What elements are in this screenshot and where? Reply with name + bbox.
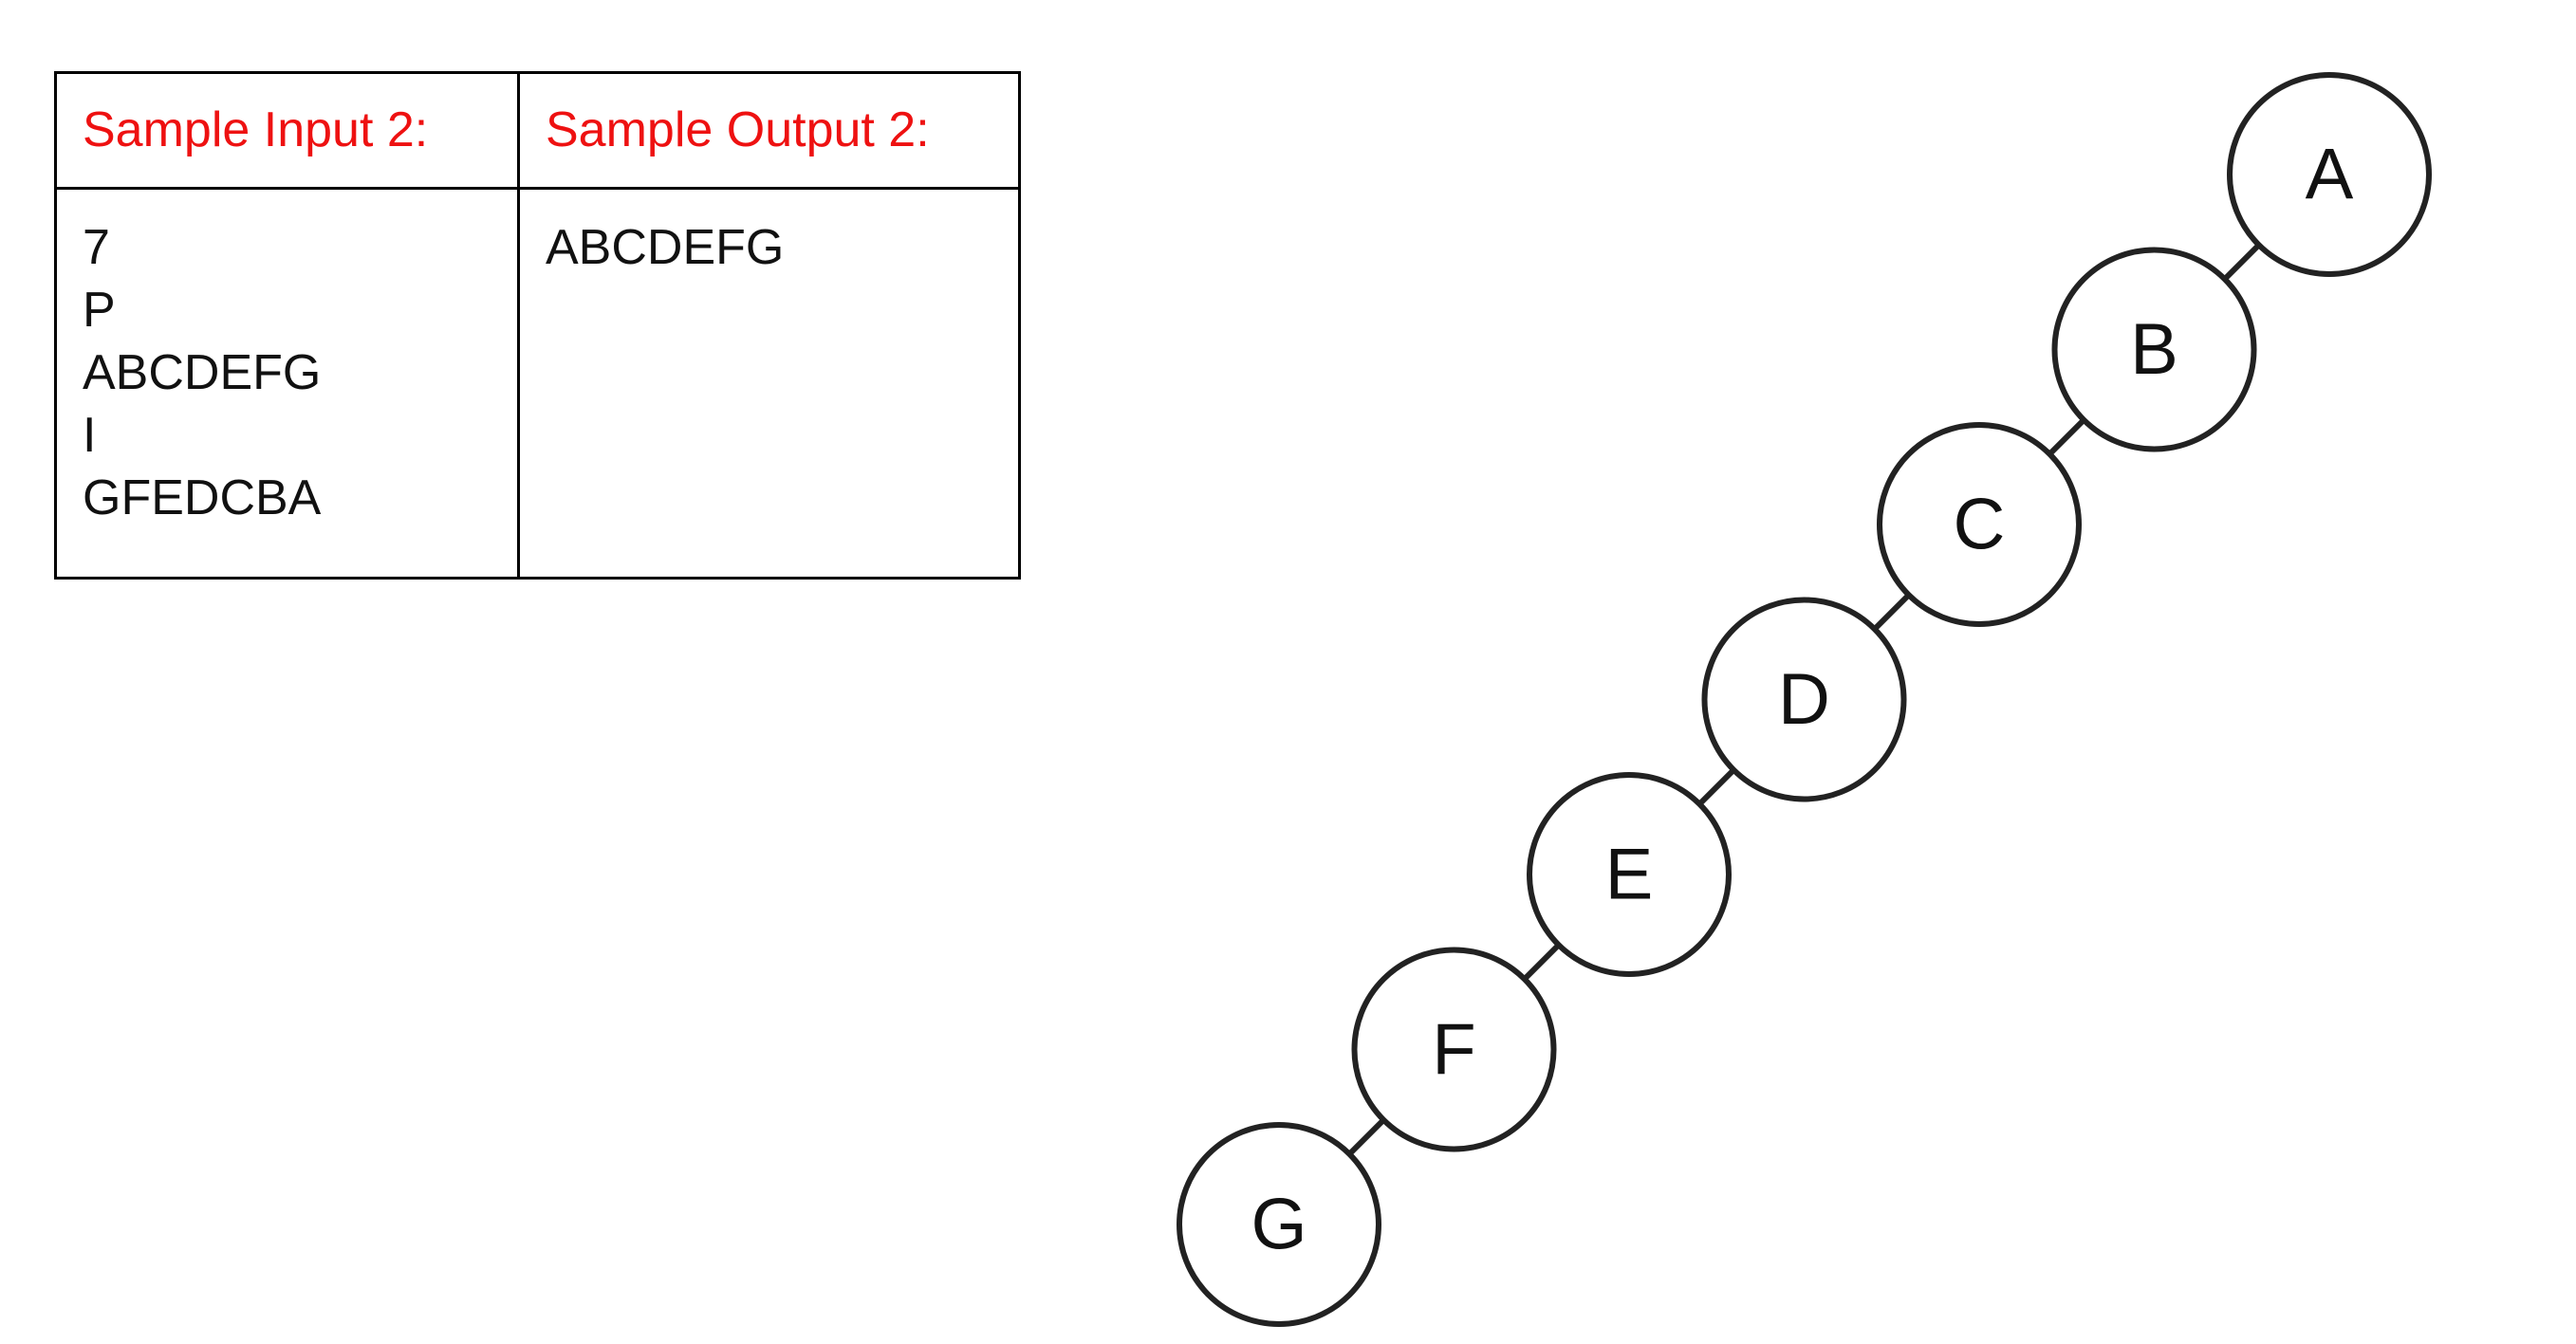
tree-node-circle bbox=[2051, 247, 2257, 452]
table-body-row: 7 P ABCDEFG I GFEDCBA ABCDEFG bbox=[54, 187, 1021, 580]
tree-node-b: B bbox=[2051, 247, 2257, 452]
tree-node-label: D bbox=[1778, 659, 1830, 740]
input-line: ABCDEFG bbox=[83, 345, 322, 400]
tree-edge-c-d bbox=[1872, 593, 1911, 632]
tree-node-label: A bbox=[2306, 135, 2354, 215]
tree-edge-e-f bbox=[1522, 943, 1561, 982]
input-line: P bbox=[83, 283, 116, 338]
tree-node-circle bbox=[1701, 597, 1907, 802]
tree-edge-a-b bbox=[2222, 243, 2261, 282]
tree-node-g: G bbox=[1177, 1122, 1381, 1327]
input-line: I bbox=[83, 408, 97, 463]
tree-node-c: C bbox=[1877, 422, 2082, 627]
tree-node-e: E bbox=[1527, 772, 1732, 977]
table-header-row: Sample Input 2: Sample Output 2: bbox=[54, 71, 1021, 190]
tree-node-circle bbox=[2227, 72, 2432, 277]
tree-node-label: G bbox=[1251, 1185, 1307, 1265]
tree-edge-f-g bbox=[1347, 1117, 1386, 1156]
tree-edge-d-e bbox=[1697, 767, 1736, 806]
tree-node-a: A bbox=[2227, 72, 2432, 277]
sample-input-cell: 7 P ABCDEFG I GFEDCBA bbox=[54, 187, 520, 580]
sample-table: Sample Input 2: Sample Output 2: 7 P ABC… bbox=[54, 71, 1021, 580]
tree-node-circle bbox=[1877, 422, 2082, 627]
tree-node-label: E bbox=[1605, 835, 1654, 915]
tree-node-label: C bbox=[1954, 485, 2006, 565]
sample-output-cell: ABCDEFG bbox=[517, 187, 1021, 580]
tree-node-d: D bbox=[1701, 597, 1907, 802]
input-line: GFEDCBA bbox=[83, 470, 322, 525]
tree-node-label: F bbox=[1432, 1009, 1475, 1090]
tree-node-label: B bbox=[2130, 309, 2178, 390]
tree-edge-b-c bbox=[2048, 417, 2086, 456]
tree-node-f: F bbox=[1351, 947, 1557, 1152]
tree-node-circle bbox=[1527, 772, 1732, 977]
tree-node-circle bbox=[1351, 947, 1557, 1152]
tree-node-circle bbox=[1177, 1122, 1381, 1327]
output-line: ABCDEFG bbox=[546, 220, 785, 275]
sample-output-header: Sample Output 2: bbox=[517, 71, 1021, 190]
input-line: 7 bbox=[83, 220, 110, 275]
sample-input-header: Sample Input 2: bbox=[54, 71, 520, 190]
